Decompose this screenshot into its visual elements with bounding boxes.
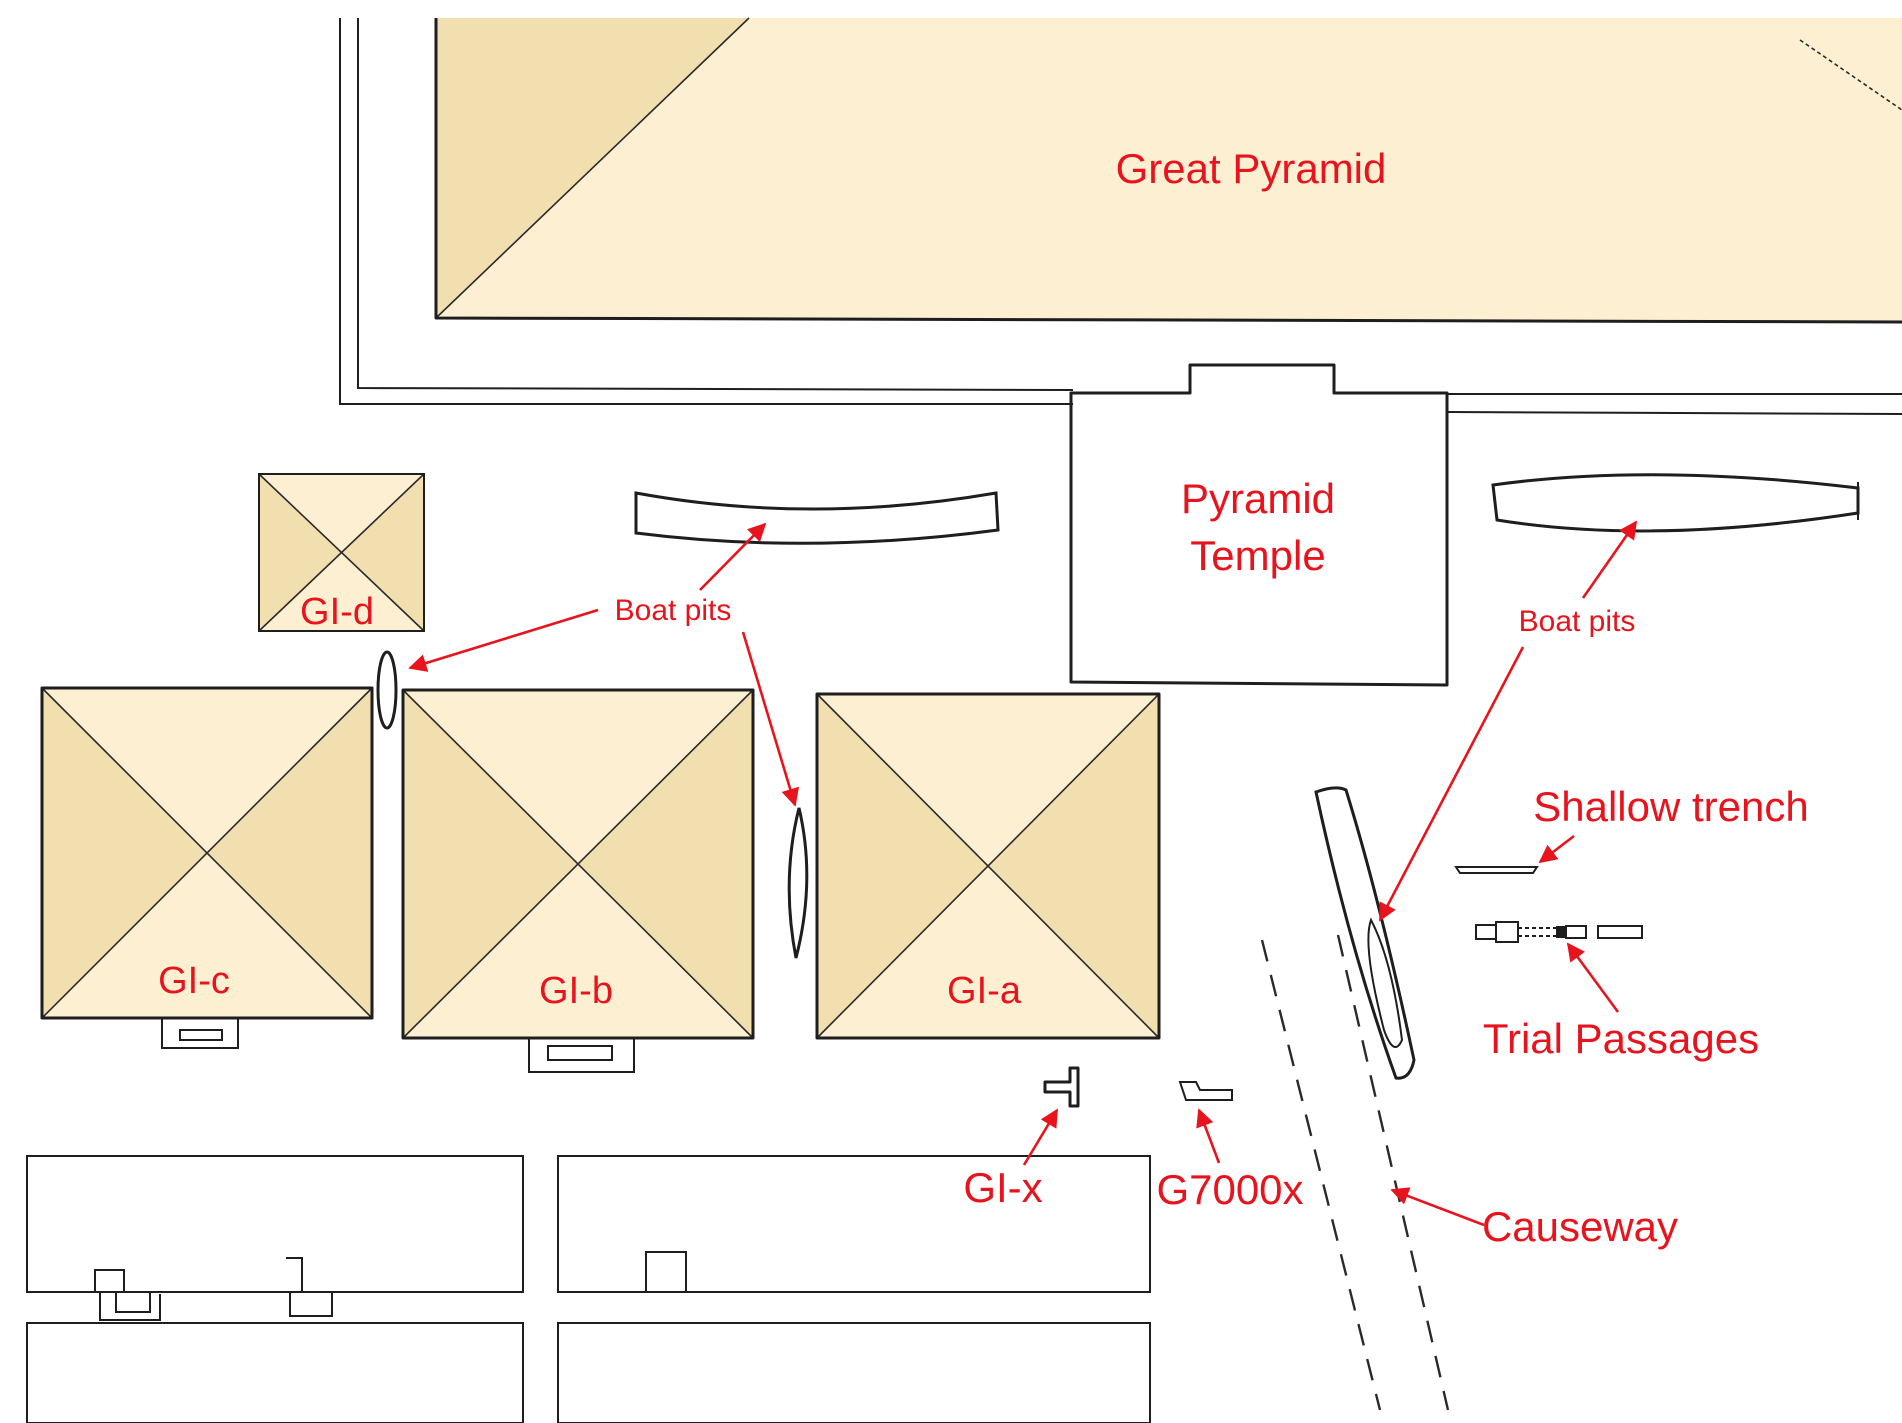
gi-a-pyramid (815, 692, 1161, 1040)
great-pyramid (434, 17, 1902, 324)
boat-pit-north-west (634, 491, 1000, 545)
gi-b-chapel (528, 1038, 635, 1073)
gi-b-west-face (403, 690, 578, 1038)
gi-d-outline (258, 473, 425, 632)
gi-a-outline (815, 692, 1161, 1040)
great-pyramid-base-outline (434, 18, 1902, 324)
gi-d-pyramid (258, 473, 425, 632)
arrow-trial-passages (1566, 942, 1620, 1013)
arrow-shallow-trench (1538, 834, 1575, 864)
gi-b-diagonal-2 (402, 689, 754, 1039)
gi-d-label: GI-d (300, 591, 374, 633)
gi-b-label: GI-b (539, 970, 613, 1012)
arrow-g7000x (1196, 1108, 1221, 1164)
mastaba-se-lower (557, 1322, 1151, 1423)
boat-pit-gi-b-gi-a (787, 807, 809, 959)
gi-d-west-face (259, 474, 341, 631)
gi-x-label: GI-x (963, 1164, 1042, 1211)
great-pyramid-label: Great Pyramid (1116, 145, 1387, 192)
arrow-boat-pit-north-west (699, 522, 767, 591)
boat-pits-label-right: Boat pits (1519, 605, 1636, 638)
boat-pit-gi-c-gi-b (376, 650, 398, 730)
gi-c-chapel (161, 1018, 239, 1049)
gi-a-diagonal-2 (816, 693, 1160, 1039)
enclosure-wall (339, 18, 1902, 415)
enclosure-wall-inner (357, 18, 1074, 391)
gi-d-east-face (341, 474, 424, 631)
gi-c-label: GI-c (158, 960, 230, 1002)
trial-passages-shaft (1556, 926, 1566, 938)
mastaba-row (26, 1155, 1151, 1423)
boat-pit-causeway-inner (1367, 917, 1404, 1049)
boat-pits-label-left: Boat pits (615, 594, 732, 627)
arrow-gi-x (1022, 1108, 1059, 1166)
pyramid-temple-label-line2: Temple (1190, 532, 1325, 579)
arrow-boat-pit-north-east (1581, 520, 1638, 599)
shallow-trench (1454, 866, 1539, 874)
mastaba-sw-lower (26, 1322, 524, 1423)
boat-pit-north-east (1491, 473, 1860, 533)
mastaba-shaft-1 (94, 1269, 161, 1321)
trial-passages-label: Trial Passages (1483, 1015, 1759, 1062)
gi-b-pyramid (401, 688, 755, 1040)
gi-c-outline (40, 686, 374, 1020)
gi-a-label: GI-a (947, 970, 1022, 1012)
gi-x-structure (1043, 1066, 1080, 1108)
trial-passages-segment (1565, 925, 1587, 939)
causeway-east-edge (1336, 934, 1450, 1411)
arrow-boat-pit-causeway (1378, 646, 1525, 922)
gi-b-east-face (578, 690, 753, 1038)
gi-c-east-face (207, 688, 372, 1018)
mastaba-chapel (645, 1251, 687, 1293)
gi-a-west-face (817, 694, 988, 1038)
great-pyramid-edge (435, 17, 750, 319)
pyramid-temple-label-line1: Pyramid (1181, 475, 1335, 522)
g7000x-label: G7000x (1156, 1166, 1303, 1213)
gi-a-east-face (988, 694, 1159, 1038)
causeway-label: Causeway (1482, 1203, 1678, 1250)
shallow-trench-label: Shallow trench (1533, 783, 1808, 830)
gi-c-pyramid (40, 686, 374, 1020)
mastaba-shaft-2 (286, 1257, 333, 1317)
gi-c-diagonal-2 (41, 687, 373, 1019)
g7000x-structure (1178, 1081, 1233, 1101)
trial-passages-end (1597, 925, 1643, 939)
mastaba-se-upper (557, 1155, 1151, 1293)
trial-passages (1475, 921, 1643, 943)
gi-d-diagonal-2 (258, 473, 425, 632)
great-pyramid-north-face (436, 18, 1902, 322)
enclosure-wall-outer-east (1446, 411, 1902, 415)
mastaba-sw-upper (26, 1155, 524, 1293)
causeway-west-edge (1260, 939, 1382, 1411)
arrow-boat-pit-gi-b-gi-a (741, 631, 799, 807)
gi-b-outline (401, 688, 755, 1040)
trial-passages-entrance (1475, 924, 1497, 940)
enclosure-wall-outer (339, 18, 1073, 405)
gi-c-west-face (42, 688, 207, 1018)
pyramid-temple (1069, 363, 1449, 687)
boat-pit-causeway (1314, 786, 1416, 1080)
arrow-causeway (1390, 1187, 1485, 1227)
arrow-boat-pit-gi-d (408, 608, 599, 672)
trial-passages-block (1495, 921, 1519, 943)
